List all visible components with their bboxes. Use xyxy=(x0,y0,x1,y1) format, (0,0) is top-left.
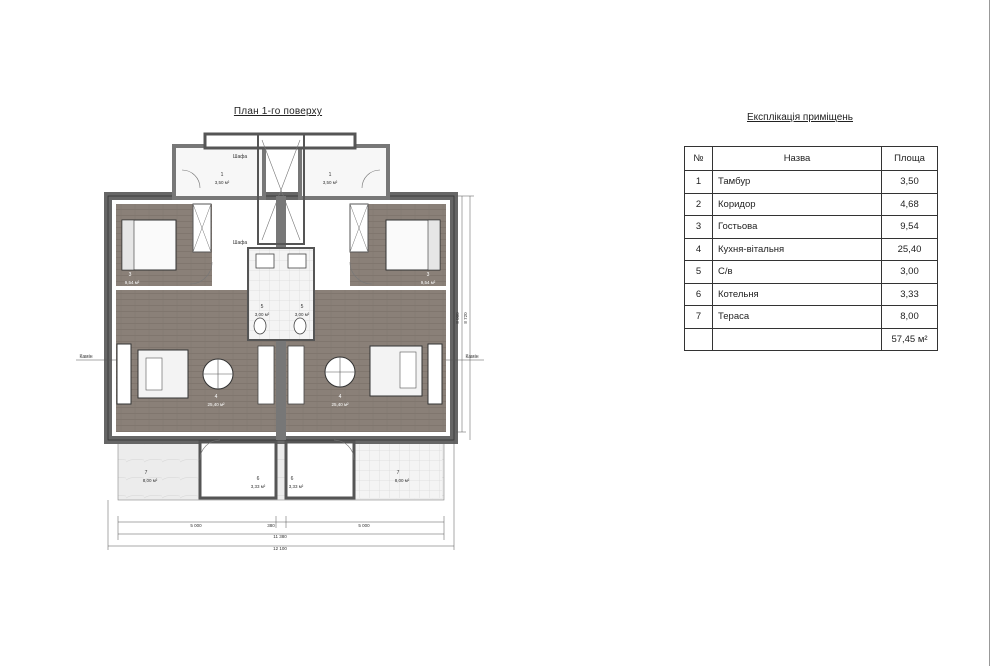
room-number: 7 xyxy=(145,470,148,476)
row-area: 3,00 xyxy=(881,260,938,284)
table-row: 4 Кухня-вітальня 25,40 xyxy=(684,237,938,261)
dimension-value: 11 380 xyxy=(273,534,287,539)
vestibule-right xyxy=(298,144,390,200)
fireplace-left xyxy=(116,343,132,405)
room-area: 4,68 м² xyxy=(327,280,342,285)
row-num: 6 xyxy=(684,282,713,306)
table-total-row: 57,45 м² xyxy=(684,327,938,351)
room-number: 1 xyxy=(221,172,224,178)
header-name: Назва xyxy=(712,146,882,171)
row-area: 4,68 xyxy=(881,192,938,216)
fireplace-label: Камін xyxy=(79,354,92,360)
room-area: 25,40 м² xyxy=(331,402,349,407)
row-num: 2 xyxy=(684,192,713,216)
explication-table: № Назва Площа 1 Тамбур 3,50 2 Коридор 4,… xyxy=(684,146,938,351)
total-empty-name xyxy=(712,327,882,351)
room-number: 3 xyxy=(427,272,430,278)
room-area: 25,40 м² xyxy=(207,402,225,407)
room-number: 2 xyxy=(227,272,230,278)
row-area: 8,00 xyxy=(881,305,938,329)
header-num: № xyxy=(684,146,713,171)
room-area: 9,54 м² xyxy=(421,280,436,285)
room-area: 3,33 м² xyxy=(289,484,304,489)
dimension-value: 5 000 xyxy=(358,523,370,528)
room-number: 4 xyxy=(339,394,342,400)
dimension-value: 5 000 xyxy=(190,523,202,528)
closet-label: Шафа xyxy=(233,240,247,246)
row-name: Гостьова xyxy=(712,215,882,239)
row-num: 1 xyxy=(684,170,713,194)
dimension-value: 12 100 xyxy=(273,546,287,551)
row-area: 3,50 xyxy=(881,170,938,194)
row-name: Коридор xyxy=(712,192,882,216)
plan-title: План 1-го поверху xyxy=(233,106,323,117)
row-name: Кухня-вітальня xyxy=(712,237,882,261)
table-row: 5 С/в 3,00 xyxy=(684,260,938,284)
row-num: 3 xyxy=(684,215,713,239)
room-number: 7 xyxy=(397,470,400,476)
room-area: 4,68 м² xyxy=(221,280,236,285)
table-row: 1 Тамбур 3,50 xyxy=(684,170,938,194)
table-row: 6 Котельня 3,33 xyxy=(684,282,938,306)
row-name: С/в xyxy=(712,260,882,284)
closet-label: Шафа xyxy=(233,154,247,160)
header-area: Площа xyxy=(881,146,938,171)
boiler-right xyxy=(284,440,356,500)
row-name: Котельня xyxy=(712,282,882,306)
room-number: 5 xyxy=(261,304,264,310)
total-area: 57,45 м² xyxy=(881,327,938,351)
table-row: 2 Коридор 4,68 xyxy=(684,192,938,216)
room-number: 2 xyxy=(333,272,336,278)
kitchen-left xyxy=(257,345,275,405)
room-area: 8,00 м² xyxy=(395,478,410,483)
fireplace-label: Камін xyxy=(465,354,478,360)
row-area: 9,54 xyxy=(881,215,938,239)
room-number: 3 xyxy=(129,272,132,278)
sheet-frame xyxy=(989,0,1000,666)
row-area: 25,40 xyxy=(881,237,938,261)
room-number: 5 xyxy=(301,304,304,310)
table-row: 7 Тераса 8,00 xyxy=(684,305,938,329)
room-area: 3,33 м² xyxy=(251,484,266,489)
room-area: 3,50 м² xyxy=(323,180,338,185)
room-area: 3,00 м² xyxy=(295,312,310,317)
row-name: Тамбур xyxy=(712,170,882,194)
row-num: 5 xyxy=(684,260,713,284)
room-number: 6 xyxy=(291,476,294,482)
sofa-left xyxy=(137,349,189,399)
boiler-left xyxy=(198,440,278,500)
room-area: 3,50 м² xyxy=(215,180,230,185)
total-empty-num xyxy=(684,327,713,351)
room-number: 1 xyxy=(329,172,332,178)
table-header: № Назва Площа xyxy=(684,146,938,171)
room-number: 6 xyxy=(257,476,260,482)
dimension-value: 8 000 xyxy=(455,312,460,324)
row-name: Тераса xyxy=(712,305,882,329)
room-number: 4 xyxy=(215,394,218,400)
vestibule-left xyxy=(172,144,266,200)
dimension-lines xyxy=(107,195,474,550)
room-area: 8,00 м² xyxy=(143,478,158,483)
terrace-tiles-right xyxy=(354,444,442,498)
row-area: 3,33 xyxy=(881,282,938,306)
explication-title: Експлікація приміщень xyxy=(747,112,853,123)
table-row: 3 Гостьова 9,54 xyxy=(684,215,938,239)
kitchen-right xyxy=(287,345,305,405)
room-area: 3,00 м² xyxy=(255,312,270,317)
dimension-value: 8 720 xyxy=(463,312,468,324)
row-num: 4 xyxy=(684,237,713,261)
row-num: 7 xyxy=(684,305,713,329)
fireplace-right xyxy=(427,343,443,405)
room-area: 9,54 м² xyxy=(125,280,140,285)
dimension-value: 380 xyxy=(267,523,275,528)
